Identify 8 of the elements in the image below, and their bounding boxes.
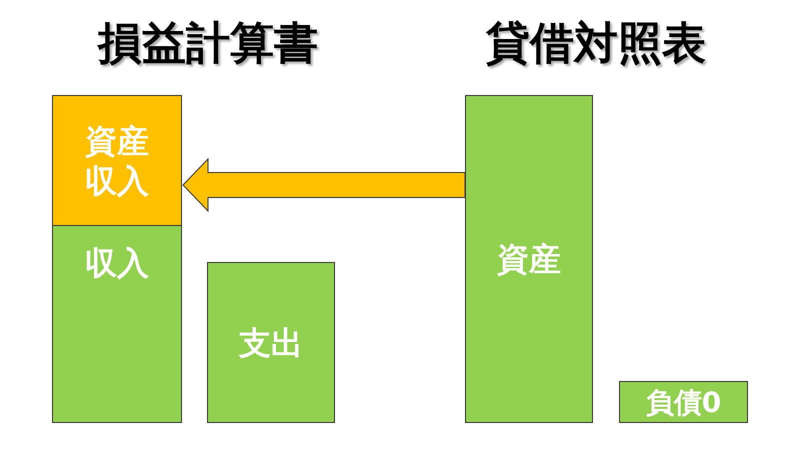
account-block: 資産収入: [52, 95, 182, 226]
account-block: 負債0: [619, 381, 748, 423]
block-arrow: [182, 158, 466, 212]
heading: 損益計算書: [98, 17, 318, 71]
account-block: 資産: [465, 95, 593, 423]
account-block: 支出: [207, 262, 335, 423]
account-block: 収入: [52, 225, 182, 423]
heading: 貸借対照表: [486, 17, 706, 71]
